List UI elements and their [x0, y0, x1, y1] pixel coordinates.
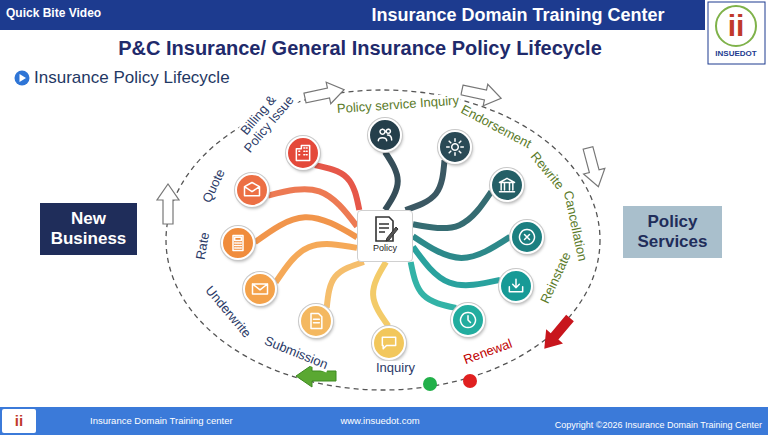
lifecycle-petal	[411, 262, 456, 308]
renewal-arrow	[536, 311, 579, 356]
lifecycle-petal	[413, 192, 491, 229]
stage-label: Billing & Policy Issue	[228, 81, 299, 158]
stage-circle: Billing & Policy Issue	[286, 136, 320, 170]
stage-label: Endorsement	[456, 101, 535, 152]
stage-icon	[445, 137, 465, 157]
stage-icon	[306, 311, 326, 331]
stage-circle: Underwrite	[243, 272, 277, 306]
stage-circle: Rate	[221, 226, 255, 260]
start-dot	[423, 377, 437, 391]
stage-icon	[228, 233, 248, 253]
footer-name: Insurance Domain Training center	[90, 416, 233, 427]
stage-label: Renewal	[459, 335, 515, 367]
stage-label: Rewrite	[526, 147, 568, 193]
section-box: New Business	[40, 203, 137, 256]
stage-icon	[242, 180, 262, 200]
lifecycle-petal	[327, 262, 364, 308]
stage-label: Policy service Inquiry	[334, 93, 461, 116]
header-tag: Quick Bite Video	[6, 7, 101, 21]
logo-ring	[716, 6, 756, 46]
stage-circle: Rewrite	[490, 168, 524, 202]
page-title: P&C Insurance/ General Insurance Policy …	[118, 37, 602, 60]
footer-copyright: Copyright ©2026 Insurance Domain Trainin…	[555, 420, 762, 430]
logo-box	[708, 2, 765, 64]
lifecycle-petal	[413, 236, 510, 258]
footer-url: www.insuedot.com	[340, 416, 419, 427]
lifecycle-petal	[255, 217, 357, 242]
stage-icon	[375, 125, 395, 145]
header-title: Insurance Domain Training Center	[371, 5, 664, 26]
stage-label: Reinstate	[537, 248, 575, 307]
section-title: Policy Services	[631, 212, 714, 253]
play-icon	[15, 71, 30, 86]
stage-circle: Policy service Inquiry	[368, 118, 402, 152]
stage-icon	[506, 276, 526, 296]
lifecycle-petal	[315, 165, 359, 210]
stage-circle: Renewal	[451, 303, 485, 337]
lifecycle-petal	[276, 244, 357, 282]
footer-band	[0, 407, 768, 435]
lifecycle-petal	[405, 160, 444, 210]
stage-icon	[250, 279, 270, 299]
stage-circle: Endorsement	[438, 130, 472, 164]
policy-icon	[370, 214, 400, 244]
stage-circle: Reinstate	[499, 269, 533, 303]
stage-circle: Inquiry	[372, 326, 406, 360]
flow-arrow	[157, 184, 179, 224]
stage-label: Submission	[260, 333, 331, 373]
section-box: Policy Services	[623, 206, 722, 259]
lifecycle-petal	[268, 189, 357, 226]
lifecycle-petal	[385, 152, 398, 210]
stage-icon	[379, 333, 399, 353]
hub-label: Policy	[358, 244, 412, 254]
policy-hub: Policy	[357, 210, 413, 262]
stage-circle: Quote	[235, 173, 269, 207]
stage-circle: Submission	[299, 304, 333, 338]
logo-name: INSUEDOT	[715, 49, 756, 58]
section-heading: Insurance Policy Lifecycle	[34, 68, 230, 88]
lifecycle-petal	[373, 262, 388, 326]
footer-logo-box	[2, 409, 36, 433]
stage-icon	[458, 310, 478, 330]
stage-label: Underwrite	[201, 281, 255, 341]
stage-icon	[293, 143, 313, 163]
flow-arrow	[577, 145, 609, 189]
end-dot	[463, 374, 477, 388]
stage-icon	[517, 227, 537, 247]
logo-mark: ii	[728, 9, 745, 44]
section-title: New Business	[48, 209, 129, 250]
header-band	[0, 0, 705, 30]
play-triangle	[20, 74, 27, 82]
stage-label: Rate	[193, 229, 213, 262]
stage-circle: Cancellation	[510, 220, 544, 254]
stage-icon	[497, 175, 517, 195]
stage-label: Quote	[199, 165, 229, 207]
lifecycle-petal	[413, 247, 500, 285]
footer-logo-mark: ii	[15, 412, 23, 429]
stage-label: Inquiry	[374, 360, 417, 374]
